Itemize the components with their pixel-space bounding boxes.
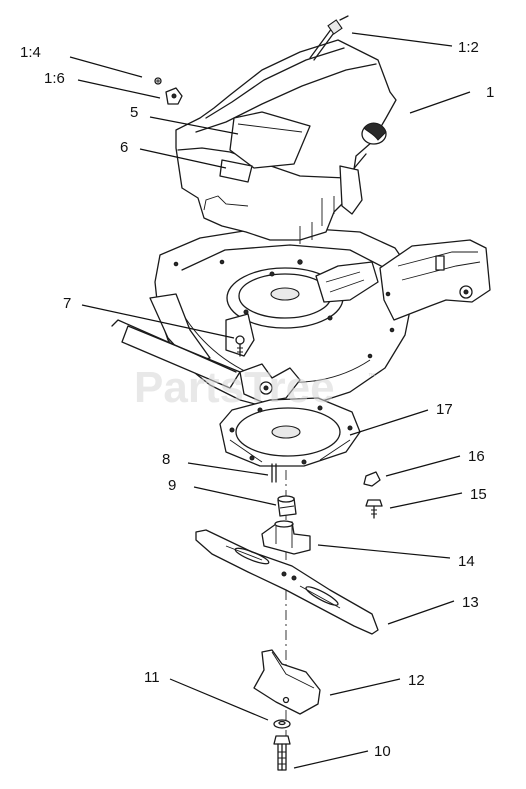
callout-14: 14 (458, 553, 475, 570)
callout-1-2: 1:2 (458, 39, 479, 56)
leader-9 (193, 486, 277, 506)
leader-15 (389, 492, 463, 509)
callout-10: 10 (374, 743, 391, 760)
callout-9: 9 (168, 477, 176, 494)
decal-6[interactable] (219, 159, 253, 183)
blade-adapter[interactable] (261, 520, 311, 555)
callout-7: 7 (63, 295, 71, 312)
callout-8: 8 (162, 451, 170, 468)
watermark-text: PartsTree (134, 363, 335, 412)
spacer[interactable] (277, 495, 297, 517)
watermark-trademark: ™ (368, 373, 375, 380)
leader-10 (293, 750, 369, 769)
leader-13 (387, 600, 455, 625)
callout-16: 16 (468, 448, 485, 465)
blade-bolt[interactable] (273, 735, 291, 771)
leader-6 (139, 148, 227, 169)
leader-5 (149, 116, 239, 135)
callout-1-4: 1:4 (20, 44, 41, 61)
lock-washer[interactable] (363, 471, 381, 487)
decal-5[interactable] (229, 111, 311, 169)
blade-stiffener[interactable] (253, 649, 321, 715)
callout-1: 1 (486, 84, 494, 101)
callout-13: 13 (462, 594, 479, 611)
leader-12 (329, 678, 401, 696)
mounting-screw[interactable] (365, 499, 383, 519)
callout-15: 15 (470, 486, 487, 503)
callout-labels: 1:4 1:6 1:2 1 5 6 7 17 8 9 16 15 14 13 1… (20, 39, 494, 760)
callout-17: 17 (436, 401, 453, 418)
leader-8 (187, 462, 269, 476)
leader-7 (81, 304, 235, 339)
callout-12: 12 (408, 672, 425, 689)
leader-11 (169, 678, 269, 721)
terminal-screw[interactable] (154, 77, 162, 85)
shaft-key[interactable] (271, 463, 277, 483)
leader-1-6 (77, 79, 161, 99)
callout-11: 11 (144, 669, 160, 686)
leader-17 (349, 409, 429, 436)
wire-clip[interactable] (165, 87, 183, 105)
leader-14 (317, 544, 451, 559)
callout-5: 5 (130, 104, 138, 121)
callout-6: 6 (120, 139, 128, 156)
leader-1-4 (69, 56, 143, 78)
motor-mount-plate[interactable] (219, 397, 361, 467)
leader-lines (69, 32, 471, 769)
callout-1-6: 1:6 (44, 70, 65, 87)
mower-blade[interactable] (195, 529, 379, 635)
mower-deck[interactable] (111, 227, 491, 409)
power-cord-plug[interactable] (309, 15, 349, 61)
leader-1 (409, 91, 471, 114)
deck-screw-7[interactable] (235, 335, 245, 357)
partstree-watermark: PartsTree ™ (134, 363, 375, 412)
leader-1-2 (351, 32, 453, 47)
leader-16 (385, 455, 461, 477)
blade-washer[interactable] (273, 719, 291, 729)
